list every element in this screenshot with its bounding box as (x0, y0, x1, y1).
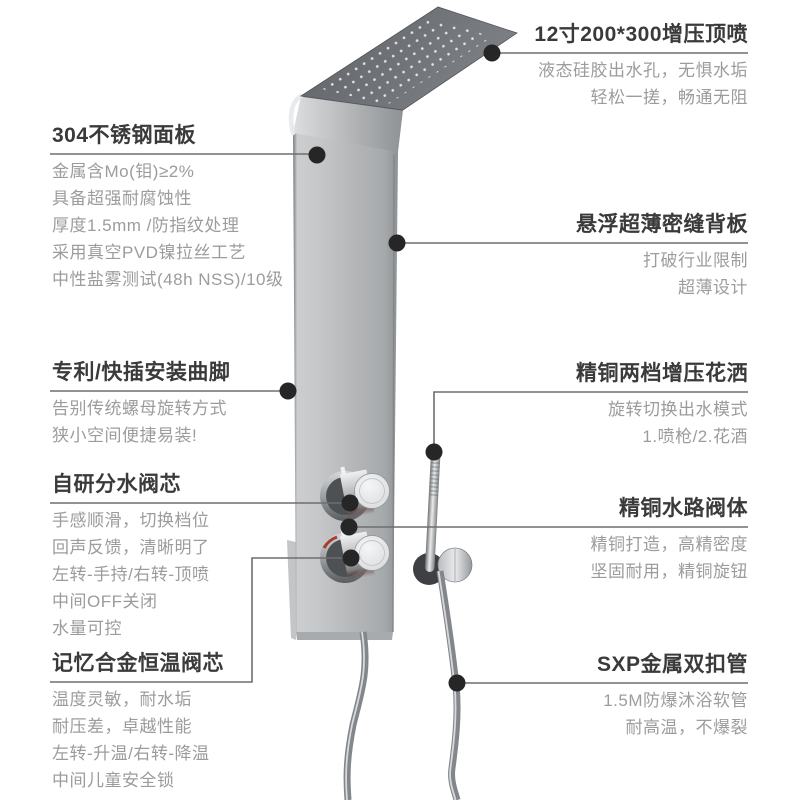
feature-line: 中间OFF关闭 (52, 592, 158, 611)
hand-shower-hose (436, 570, 461, 800)
feature-line: 中性盐雾测试(48h NSS)/10级 (52, 270, 284, 289)
callout-title: SXP金属双扣管 (596, 653, 748, 676)
callout-dot-hose (448, 674, 466, 692)
callout-title: 精铜两档增压花洒 (576, 362, 748, 385)
panel-right-edge (392, 154, 395, 633)
feature-line: 1.喷枪/2.花酒 (642, 427, 748, 446)
shower-hoses (343, 570, 461, 800)
panel-bend (293, 96, 403, 152)
feature-line: 厚度1.5mm /防指纹处理 (52, 216, 240, 235)
callout-title: 记忆合金恒温阀芯 (52, 652, 224, 675)
callout-block-mount-feet: 专利/快插安装曲脚 告别传统螺母旋转方式 狭小空间便捷易装! (52, 360, 352, 449)
callout-body: 温度灵敏，耐水垢 耐压差，卓越性能 左转-升温/右转-降温 中间儿童安全锁 (52, 686, 352, 794)
feature-line: 具备超强耐腐蚀性 (52, 189, 192, 208)
callout-block-back-plate: 悬浮超薄密缝背板 打破行业限制 超薄设计 (448, 212, 748, 301)
feature-line: 金属含Mo(钼)≥2% (52, 162, 195, 181)
callout-block-thermostatic: 记忆合金恒温阀芯 温度灵敏，耐水垢 耐压差，卓越性能 左转-升温/右转-降温 中… (52, 651, 352, 794)
feature-line: 左转-手持/右转-顶喷 (52, 565, 210, 584)
callout-block-hose: SXP金属双扣管 1.5M防爆沐浴软管 耐高温，不爆裂 (448, 652, 748, 741)
feature-line: 狭小空间便捷易装! (52, 426, 198, 445)
callout-line-thermostatic (50, 557, 351, 683)
feature-line: 手感顺滑，切换档位 (52, 511, 210, 530)
callout-title: 精铜水路阀体 (619, 497, 748, 520)
callout-dot-thermostatic (342, 549, 360, 567)
callout-dot-steel-panel (308, 146, 326, 164)
callout-block-steel-panel: 304不锈钢面板 金属含Mo(钼)≥2% 具备超强耐腐蚀性 厚度1.5mm /防… (52, 123, 352, 293)
callout-title: 专利/快插安装曲脚 (52, 361, 231, 384)
hand-shower-bracket (413, 547, 473, 585)
callout-block-valve-body: 精铜水路阀体 精铜打造，高精密度 坚固耐用，精铜旋钮 (448, 496, 748, 585)
callout-body: 1.5M防爆沐浴软管 耐高温，不爆裂 (448, 687, 748, 741)
callout-body: 打破行业限制 超薄设计 (448, 247, 748, 301)
bend-highlight-edge (288, 93, 304, 136)
callout-dot-top-spray (483, 44, 501, 62)
callout-dot-back-plate (388, 234, 406, 252)
callout-title: 12寸200*300增压顶喷 (534, 23, 748, 46)
callout-title: 304不锈钢面板 (52, 124, 197, 147)
callout-body: 精铜打造，高精密度 坚固耐用，精铜旋钮 (448, 531, 748, 585)
feature-line: 温度灵敏，耐水垢 (52, 690, 192, 709)
callout-lines (50, 52, 748, 684)
feature-line: 液态硅胶出水孔，无惧水垢 (538, 61, 748, 80)
callout-body: 手感顺滑，切换档位 回声反馈，清晰明了 左转-手持/右转-顶喷 中间OFF关闭 … (52, 507, 352, 642)
temperature-indicator-arc (322, 535, 338, 549)
callout-title: 自研分水阀芯 (52, 473, 181, 496)
callout-block-top-spray: 12寸200*300增压顶喷 液态硅胶出水孔，无惧水垢 轻松一搓，畅通无阻 (448, 22, 748, 111)
hand-shower-wand (425, 452, 441, 572)
callout-dot-mount-feet (279, 382, 297, 400)
knurled-grip (429, 462, 440, 496)
callout-body: 液态硅胶出水孔，无惧水垢 轻松一搓，畅通无阻 (448, 57, 748, 111)
knob-tick-mark (340, 466, 346, 475)
callout-block-diverter: 自研分水阀芯 手感顺滑，切换档位 回声反馈，清晰明了 左转-手持/右转-顶喷 中… (52, 472, 352, 642)
callout-dot-diverter (341, 494, 359, 512)
feature-line: 左转-升温/右转-降温 (52, 744, 210, 763)
callout-block-hand-shower: 精铜两档增压花洒 旋转切换出水模式 1.喷枪/2.花酒 (448, 361, 748, 450)
callout-body: 告别传统螺母旋转方式 狭小空间便捷易装! (52, 395, 352, 449)
back-plate (287, 540, 393, 640)
feature-line: 打破行业限制 (643, 251, 748, 270)
feature-line: 旋转切换出水模式 (608, 400, 748, 419)
panel-hose (343, 631, 369, 800)
feature-line: 轻松一搓，畅通无阻 (590, 88, 748, 107)
feature-line: 中间儿童安全锁 (52, 771, 175, 790)
callout-line-hand-shower (433, 391, 748, 452)
callout-body: 金属含Mo(钼)≥2% 具备超强耐腐蚀性 厚度1.5mm /防指纹处理 采用真空… (52, 158, 352, 293)
feature-line: 耐压差，卓越性能 (52, 717, 192, 736)
callout-dots (279, 44, 501, 692)
callout-dot-valve-body (340, 518, 358, 536)
feature-line: 采用真空PVD镍拉丝工艺 (52, 243, 246, 262)
feature-line: 耐高温，不爆裂 (625, 718, 748, 737)
callout-dot-hand-shower (425, 443, 443, 461)
feature-line: 坚固耐用，精铜旋钮 (590, 562, 748, 581)
callout-body: 旋转切换出水模式 1.喷枪/2.花酒 (448, 396, 748, 450)
spray-holes (318, 17, 492, 105)
feature-line: 水量可控 (52, 619, 122, 638)
feature-line: 1.5M防爆沐浴软管 (603, 691, 748, 710)
feature-line: 告别传统螺母旋转方式 (52, 399, 227, 418)
feature-line: 超薄设计 (678, 278, 748, 297)
feature-line: 回声反馈，清晰明了 (52, 538, 210, 557)
callout-title: 悬浮超薄密缝背板 (576, 213, 748, 236)
feature-line: 精铜打造，高精密度 (590, 535, 748, 554)
